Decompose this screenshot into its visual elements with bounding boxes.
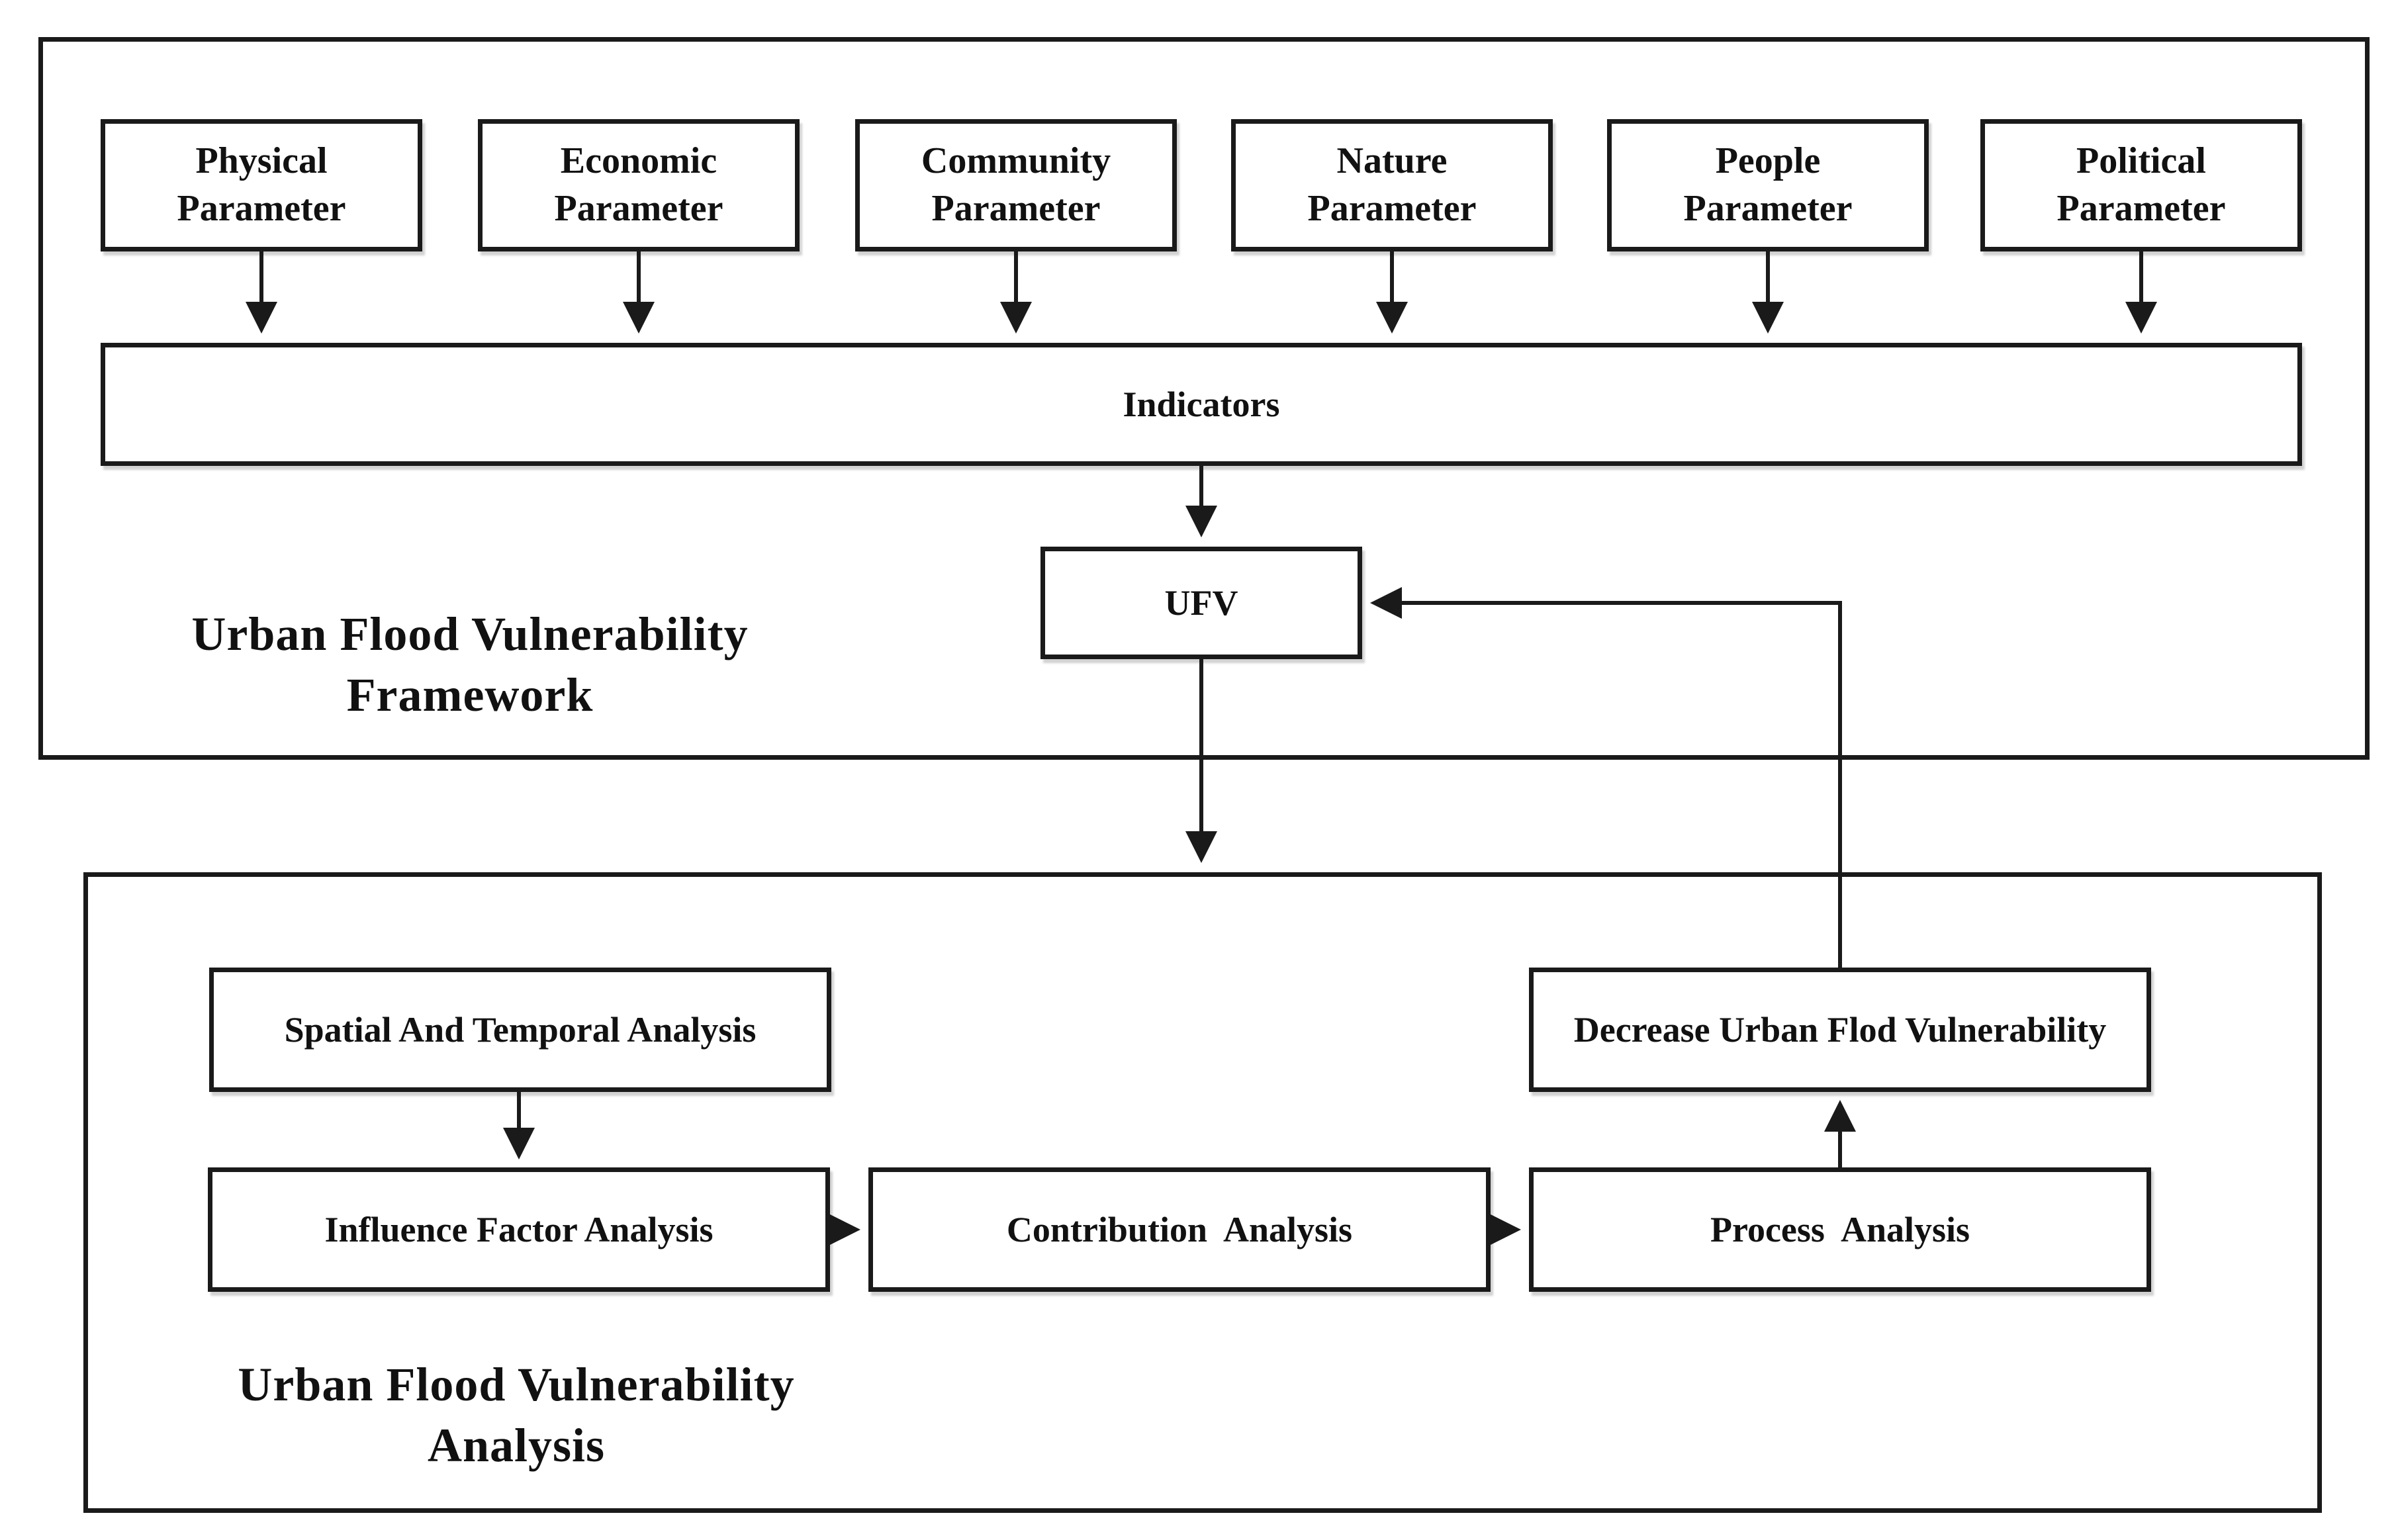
contribution-analysis-label: Contribution Analysis xyxy=(1006,1209,1353,1249)
physical-parameter-box: Physical Parameter xyxy=(101,119,422,251)
spatial-temporal-analysis-label: Spatial And Temporal Analysis xyxy=(284,1009,757,1050)
process-analysis-box: Process Analysis xyxy=(1529,1167,2151,1292)
contribution-analysis-box: Contribution Analysis xyxy=(868,1167,1491,1292)
analysis-title: Urban Flood Vulnerability Analysis xyxy=(238,1358,795,1472)
physical-parameter-label: Physical Parameter xyxy=(177,140,346,229)
framework-title: Urban Flood Vulnerability Framework xyxy=(191,608,749,722)
ufv-box: UFV xyxy=(1040,547,1362,659)
process-analysis-label: Process Analysis xyxy=(1710,1209,1970,1249)
people-parameter-label: People Parameter xyxy=(1683,140,1853,229)
economic-parameter-label: Economic Parameter xyxy=(554,140,723,229)
political-parameter-label: Political Parameter xyxy=(2056,140,2226,229)
decrease-vulnerability-label: Decrease Urban Flod Vulnerability xyxy=(1573,1009,2107,1050)
indicators-box: Indicators xyxy=(101,343,2302,466)
community-parameter-box: Community Parameter xyxy=(855,119,1177,251)
political-parameter-box: Political Parameter xyxy=(1980,119,2302,251)
framework-frame xyxy=(38,37,2370,760)
economic-parameter-box: Economic Parameter xyxy=(478,119,800,251)
analysis-frame xyxy=(83,872,2322,1513)
nature-parameter-label: Nature Parameter xyxy=(1307,140,1477,229)
indicators-label: Indicators xyxy=(1123,384,1280,424)
influence-factor-analysis-box: Influence Factor Analysis xyxy=(208,1167,830,1292)
ufv-label: UFV xyxy=(1164,582,1238,623)
decrease-vulnerability-box: Decrease Urban Flod Vulnerability xyxy=(1529,968,2151,1092)
influence-factor-analysis-label: Influence Factor Analysis xyxy=(324,1209,714,1249)
spatial-temporal-analysis-box: Spatial And Temporal Analysis xyxy=(209,968,831,1092)
nature-parameter-box: Nature Parameter xyxy=(1231,119,1553,251)
community-parameter-label: Community Parameter xyxy=(921,140,1111,229)
people-parameter-box: People Parameter xyxy=(1607,119,1929,251)
